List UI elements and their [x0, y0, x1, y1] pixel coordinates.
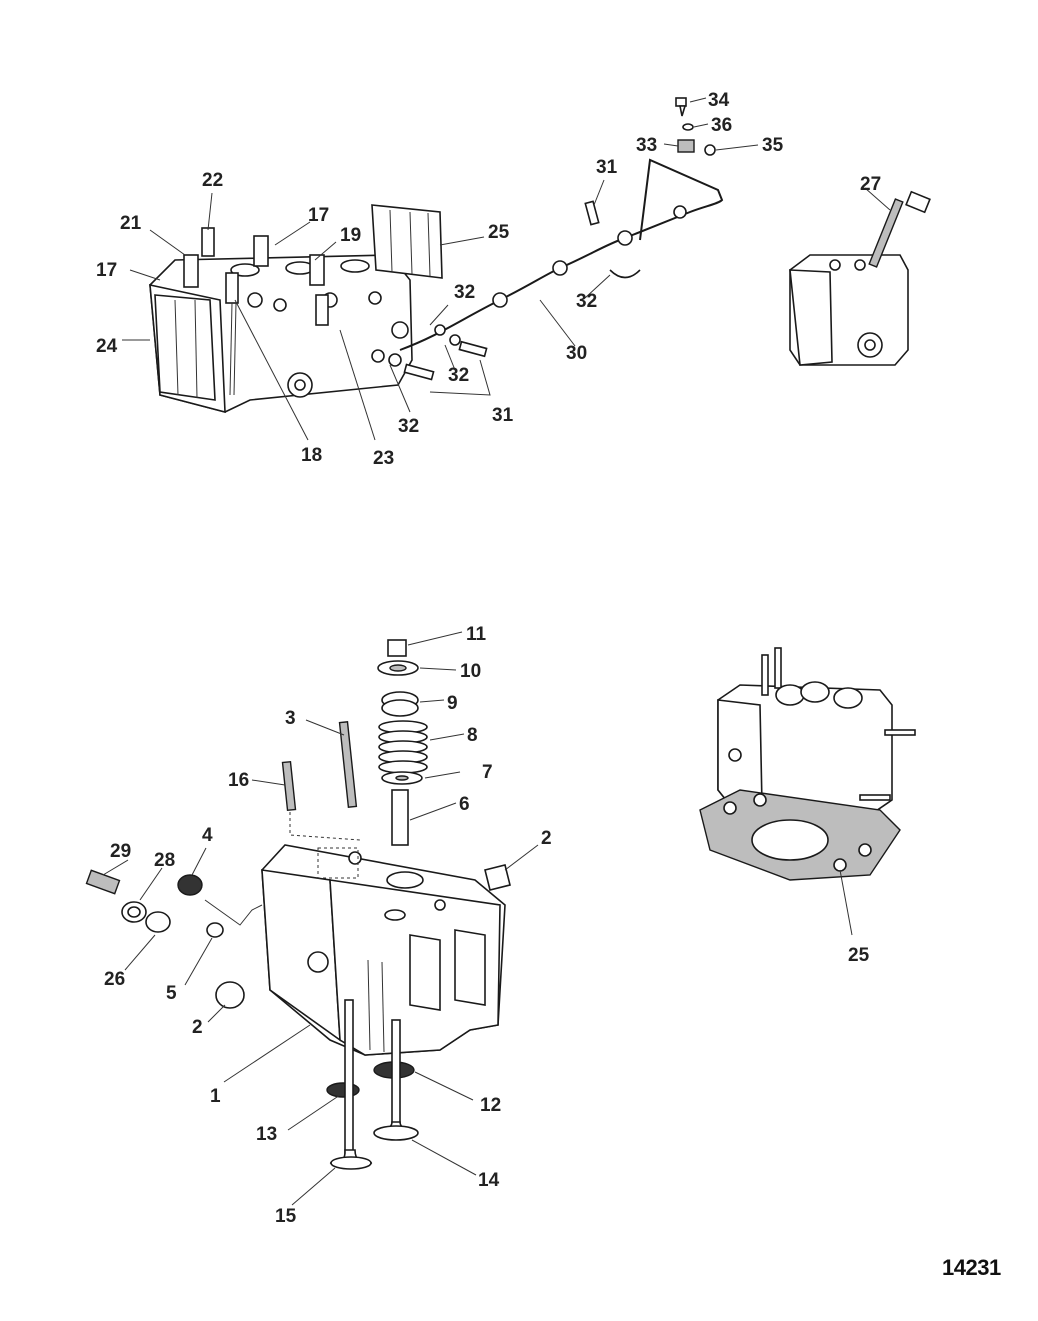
callout-32: 32	[576, 291, 597, 312]
callout-32: 32	[454, 282, 475, 303]
callout-2: 2	[541, 828, 552, 849]
callout-5: 5	[166, 983, 177, 1004]
callout-3: 3	[285, 708, 296, 729]
cylinder-head-assembly	[149, 204, 443, 414]
callout-16: 16	[228, 770, 249, 791]
callout-31: 31	[492, 405, 514, 426]
callout-2: 2	[192, 1017, 203, 1038]
single-cylinder-head	[261, 800, 506, 1056]
leader-lines	[102, 97, 891, 1206]
callout-31: 31	[596, 157, 618, 178]
callout-6: 6	[459, 794, 470, 815]
callout-4: 4	[202, 825, 213, 846]
callout-14: 14	[478, 1170, 500, 1191]
callout-17: 17	[96, 260, 117, 281]
callout-19: 19	[340, 225, 361, 246]
callout-12: 12	[480, 1095, 501, 1116]
callout-21: 23	[373, 448, 394, 469]
callout-8: 8	[467, 725, 478, 746]
callout-32: 32	[398, 416, 419, 437]
callout-7: 7	[482, 762, 493, 783]
callout-32: 32	[448, 365, 469, 386]
callout-23: 24	[96, 336, 118, 357]
callout-10: 10	[460, 661, 481, 682]
callout-27: 26	[104, 969, 125, 990]
callout-28: 28	[154, 850, 175, 871]
callout-20: 21	[120, 213, 142, 234]
callout-34: 35	[762, 135, 784, 156]
figure-number: 14231	[942, 1255, 1001, 1280]
callout-18: 18	[301, 445, 322, 466]
callout-26: 27	[860, 174, 881, 195]
callout-17: 17	[308, 205, 329, 226]
callout-30: 30	[566, 343, 587, 364]
callout-29: 29	[110, 841, 131, 862]
callout-33: 33	[636, 135, 657, 156]
valve-train-stack	[281, 639, 428, 846]
cylinder-head-small-view	[789, 190, 931, 366]
callout-35: 34	[708, 90, 730, 111]
cylinder-head-with-gasket	[699, 647, 916, 881]
callout-labels: 34 36 33 35 31 27 22 21 17 19 25 17 32 3…	[96, 90, 881, 1227]
callout-15: 15	[275, 1206, 297, 1227]
wiring-harness	[371, 97, 724, 381]
valves	[326, 999, 419, 1170]
callout-22: 22	[202, 170, 223, 191]
callout-1: 1	[210, 1086, 221, 1107]
callout-9: 9	[447, 693, 458, 714]
callout-36: 36	[711, 115, 732, 136]
callout-13: 13	[256, 1124, 277, 1145]
callout-25: 25	[848, 945, 870, 966]
side-fittings	[85, 864, 511, 1009]
callout-24: 25	[488, 222, 510, 243]
callout-11: 11	[466, 624, 487, 645]
